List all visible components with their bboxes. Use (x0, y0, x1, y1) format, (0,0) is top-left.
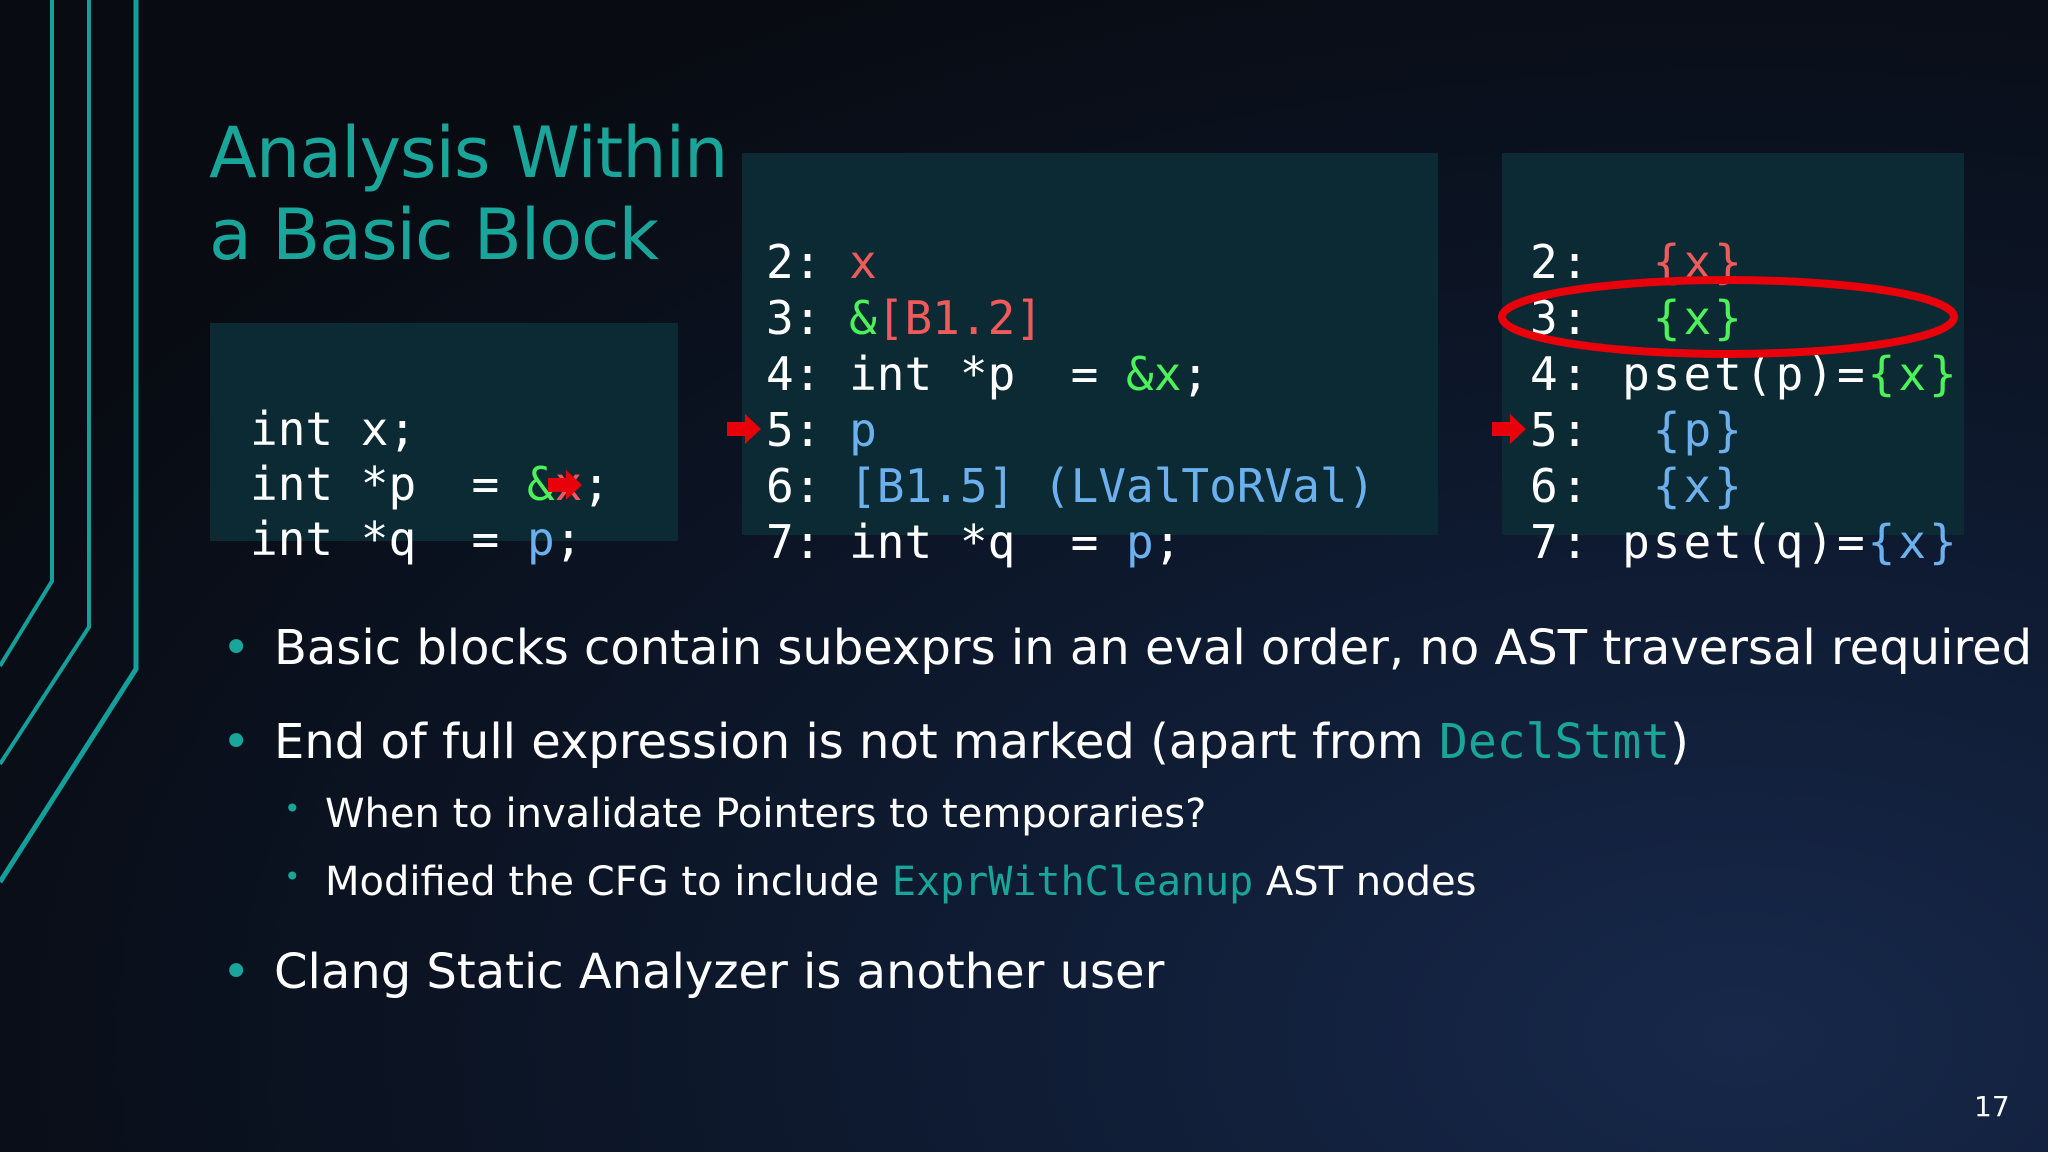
sub-bullet-1: When to invalidate Pointers to temporari… (325, 791, 1207, 837)
bullet-dot: • (222, 944, 251, 1000)
bullet-dot: • (222, 620, 251, 676)
title-line-1: Analysis Within (209, 112, 728, 194)
cfg-line-5: 5: p (766, 403, 877, 457)
title-line-2: a Basic Block (209, 194, 659, 276)
bullet-1: Basic blocks contain subexprs in an eval… (274, 620, 2033, 676)
page-number: 17 (1974, 1090, 2010, 1123)
cfg-line-7: 7: int *q = p; (766, 515, 1182, 569)
cfg-line-3: 3: &[B1.2] (766, 291, 1043, 345)
code-line-1: int x; (250, 402, 417, 456)
red-arrow-icon (548, 470, 582, 500)
source-code: int x;int *p = &x;int *q = p; (250, 347, 610, 567)
cfg-line-6: 6: [B1.5] (LValToRVal) (766, 459, 1376, 513)
cfg-line-4: 4: int *p = &x; (766, 347, 1210, 401)
cfg-line-2: 2: x (766, 235, 877, 289)
bullet-2: End of full expression is not marked (ap… (274, 714, 1689, 770)
red-arrow-icon (1492, 414, 1526, 444)
red-arrow-icon (727, 414, 761, 444)
sub-bullet-dot: • (284, 792, 301, 825)
pset-line-5: 5: {p} (1530, 403, 1745, 457)
pset-line-7: 7: pset(q)={x} (1530, 515, 1960, 569)
cfg-block-box (742, 153, 1438, 535)
source-code-box (210, 323, 678, 541)
sub-bullet-dot: • (284, 860, 301, 893)
sub-bullet-2: Modified the CFG to include ExprWithClea… (325, 859, 1477, 905)
pset-line-6: 6: {x} (1530, 459, 1745, 513)
bullet-3: Clang Static Analyzer is another user (274, 944, 1165, 1000)
code-line-3: int *q = p; (250, 512, 583, 566)
bullet-dot: • (222, 714, 251, 770)
pset-code: 2: {x}3: {x}4: pset(p)={x}5: {p}6: {x}7:… (1530, 178, 1960, 570)
slide-title: Analysis Within a Basic Block (209, 112, 728, 276)
